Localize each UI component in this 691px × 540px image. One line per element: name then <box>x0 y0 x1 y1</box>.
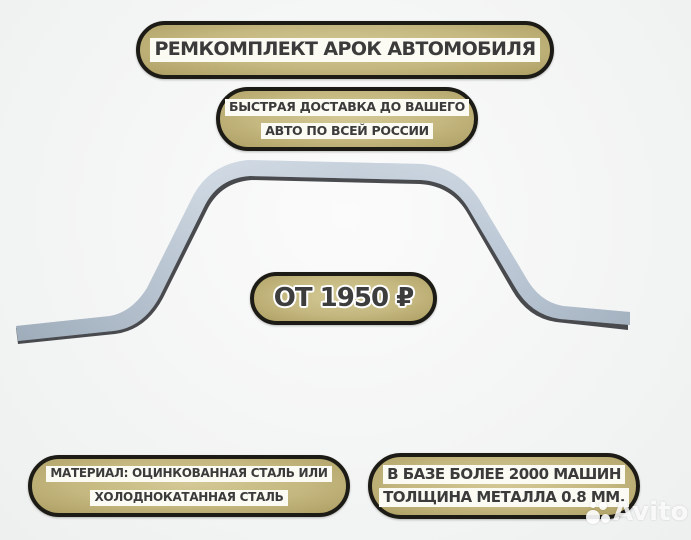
price-banner: ОТ 1950 ₽ <box>250 272 437 325</box>
delivery-text-line1: БЫСТРАЯ ДОСТАВКА ДО ВАШЕГО <box>225 99 469 116</box>
price-text: ОТ 1950 ₽ <box>273 282 414 313</box>
base-text-line2: ТОЛЩИНА МЕТАЛЛА 0.8 ММ. <box>379 488 629 508</box>
material-text-line2: ХОЛОДНОКАТАННАЯ СТАЛЬ <box>90 490 288 506</box>
title-banner: РЕМКОМПЛЕКТ АРОК АВТОМОБИЛЯ <box>136 21 554 79</box>
database-banner: В БАЗЕ БОЛЕЕ 2000 МАШИН ТОЛЩИНА МЕТАЛЛА … <box>368 453 640 519</box>
material-text-line1: МАТЕРИАЛ: ОЦИНКОВАННАЯ СТАЛЬ ИЛИ <box>46 466 332 482</box>
avito-watermark: Avito <box>586 497 688 527</box>
avito-dots-icon <box>586 500 610 524</box>
title-text: РЕМКОМПЛЕКТ АРОК АВТОМОБИЛЯ <box>150 38 540 62</box>
delivery-banner: БЫСТРАЯ ДОСТАВКА ДО ВАШЕГО АВТО ПО ВСЕЙ … <box>216 87 478 151</box>
avito-text: Avito <box>613 497 689 527</box>
material-banner: МАТЕРИАЛ: ОЦИНКОВАННАЯ СТАЛЬ ИЛИ ХОЛОДНО… <box>28 455 350 517</box>
delivery-text-line2: АВТО ПО ВСЕЙ РОССИИ <box>261 122 433 139</box>
base-text-line1: В БАЗЕ БОЛЕЕ 2000 МАШИН <box>383 464 625 484</box>
